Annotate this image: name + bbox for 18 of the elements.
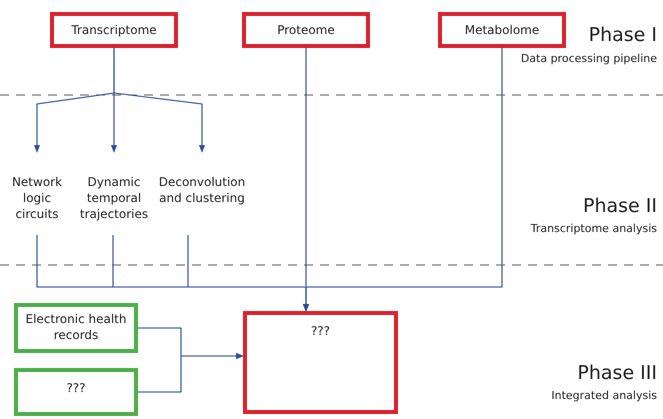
process-box: ??? <box>243 311 398 414</box>
analysis-label: Dynamic temporal trajectories <box>76 152 152 235</box>
phase-description: Integrated analysis <box>551 389 657 402</box>
analysis-label: Deconvolution and clustering <box>152 152 252 235</box>
process-box: Proteome <box>242 12 370 48</box>
input-box: Electronic health records <box>14 303 138 353</box>
phase-heading: Phase II <box>583 195 657 217</box>
input-box: ??? <box>14 368 138 416</box>
phase-heading: Phase III <box>577 362 657 384</box>
phase-heading: Phase I <box>588 24 657 46</box>
connector-arrow <box>113 48 206 153</box>
process-box: Metabolome <box>438 12 566 48</box>
phase-description: Data processing pipeline <box>520 52 657 65</box>
analysis-label: Network logic circuits <box>2 152 72 235</box>
connector-arrow <box>138 352 244 393</box>
phase-description: Transcriptome analysis <box>530 222 657 235</box>
connector-arrow <box>187 235 310 312</box>
process-box: Transcriptome <box>50 12 178 48</box>
